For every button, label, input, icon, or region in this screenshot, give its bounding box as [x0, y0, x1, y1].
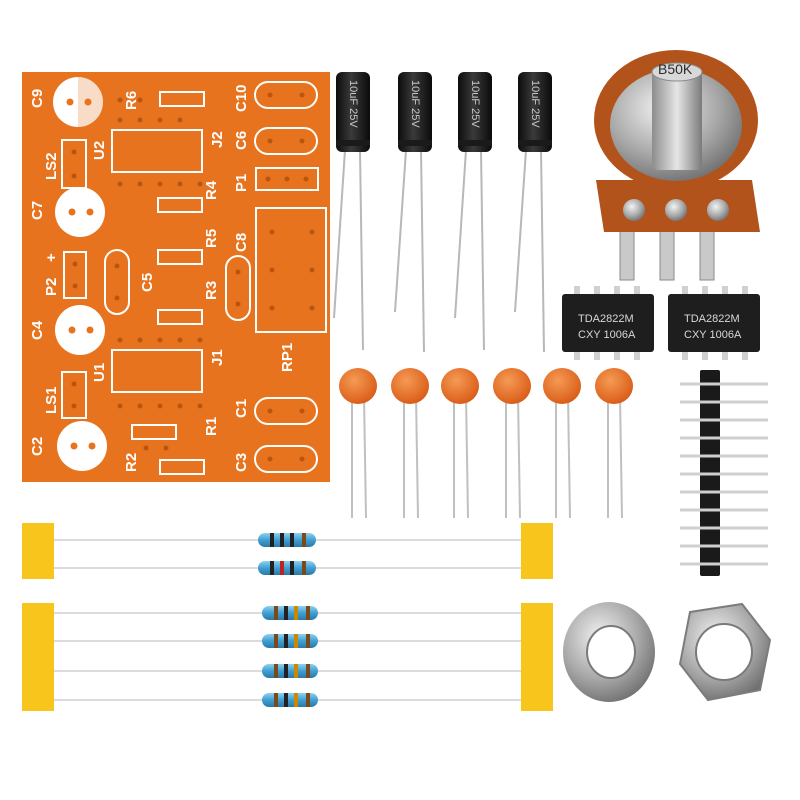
footprint-c7 [55, 187, 105, 237]
footprint-c9 [53, 77, 103, 127]
label-r5: R5 [203, 229, 220, 248]
cap-marking: 10uF 25V [529, 80, 541, 128]
cap-marking: 10uF 25V [409, 80, 421, 128]
label-c9: C9 [29, 89, 46, 108]
ic-line2: CXY 1006A [578, 329, 636, 341]
resistor-tape-top [22, 523, 553, 579]
resistor-tape-bottom [22, 603, 553, 711]
footprint-c2 [57, 421, 107, 471]
label-r1: R1 [203, 417, 220, 436]
ceramic-capacitor [441, 368, 479, 519]
hex-nut [678, 602, 772, 702]
cap-marking: 10uF 25V [469, 80, 481, 128]
label-c5: C5 [139, 273, 156, 292]
footprint-resistors [131, 91, 205, 475]
resistor [258, 533, 316, 547]
electrolytic-capacitors: 10uF 25V 10uF 25V 10uF 25V 10uF 25V [333, 72, 552, 353]
electrolytic-capacitor: 10uF 25V [514, 72, 552, 353]
footprint-c4 [55, 305, 105, 355]
label-c3: C3 [233, 453, 250, 472]
ceramic-capacitor [543, 368, 581, 519]
label-ls2: LS2 [43, 152, 60, 180]
footprint-u2 [111, 129, 203, 173]
label-u1: U1 [91, 363, 108, 382]
ic-line2: CXY 1006A [684, 329, 742, 341]
washer [563, 602, 655, 702]
label-c7: C7 [29, 201, 46, 220]
pcb-holes [71, 92, 315, 462]
pcb-board: C9 R6 C10 J2 C6 U2 LS2 P1 R4 C7 R5 C8 P2… [22, 72, 330, 482]
label-ls1: LS1 [43, 386, 60, 414]
electrolytic-capacitor: 10uF 25V [333, 72, 370, 351]
ceramic-capacitor [391, 368, 429, 519]
pcb-silkscreen: C9 R6 C10 J2 C6 U2 LS2 P1 R4 C7 R5 C8 P2… [29, 84, 296, 472]
label-p1: P1 [233, 174, 250, 192]
pin-header [680, 370, 768, 576]
label-c2: C2 [29, 437, 46, 456]
ic-chip: TDA2822M CXY 1006A [562, 286, 654, 360]
label-c10: C10 [233, 84, 250, 112]
footprint-pads [104, 81, 318, 473]
resistor [262, 664, 318, 678]
potentiometer: B50K [594, 50, 760, 281]
pcb-substrate [22, 72, 330, 482]
ic-pins-top [574, 286, 640, 296]
ic-chip: TDA2822M CXY 1006A [668, 286, 760, 360]
label-plus: + [43, 253, 60, 262]
resistor [262, 693, 318, 707]
label-c1: C1 [233, 399, 250, 418]
ic-pins-bottom [574, 350, 640, 360]
ceramic-capacitors [339, 368, 633, 519]
label-j1: J1 [209, 349, 226, 366]
footprint-u1 [111, 349, 203, 393]
ceramic-capacitor [493, 368, 531, 519]
ic-line1: TDA2822M [684, 313, 740, 325]
label-r6: R6 [123, 91, 140, 110]
ic-pins-top [682, 286, 748, 296]
label-p2: P2 [43, 278, 60, 296]
resistor [258, 561, 316, 575]
label-c8: C8 [233, 233, 250, 252]
label-rp1: RP1 [279, 343, 296, 372]
label-j2: J2 [209, 131, 226, 148]
label-u2: U2 [91, 141, 108, 160]
label-r2: R2 [123, 453, 140, 472]
resistor [262, 634, 318, 648]
resistor [262, 606, 318, 620]
ic-line1: TDA2822M [578, 313, 634, 325]
footprint-connectors [61, 139, 327, 419]
cap-marking: 10uF 25V [347, 80, 359, 128]
pot-label: B50K [658, 61, 693, 77]
label-r3: R3 [203, 281, 220, 300]
electrolytic-capacitor: 10uF 25V [394, 72, 432, 353]
label-r4: R4 [203, 180, 220, 200]
ic-pins-bottom [682, 350, 748, 360]
label-c6: C6 [233, 131, 250, 150]
electrolytic-capacitor: 10uF 25V [454, 72, 492, 351]
ceramic-capacitor [339, 368, 377, 519]
header-pins [680, 382, 768, 566]
label-c4: C4 [29, 320, 46, 340]
ceramic-capacitor [595, 368, 633, 519]
